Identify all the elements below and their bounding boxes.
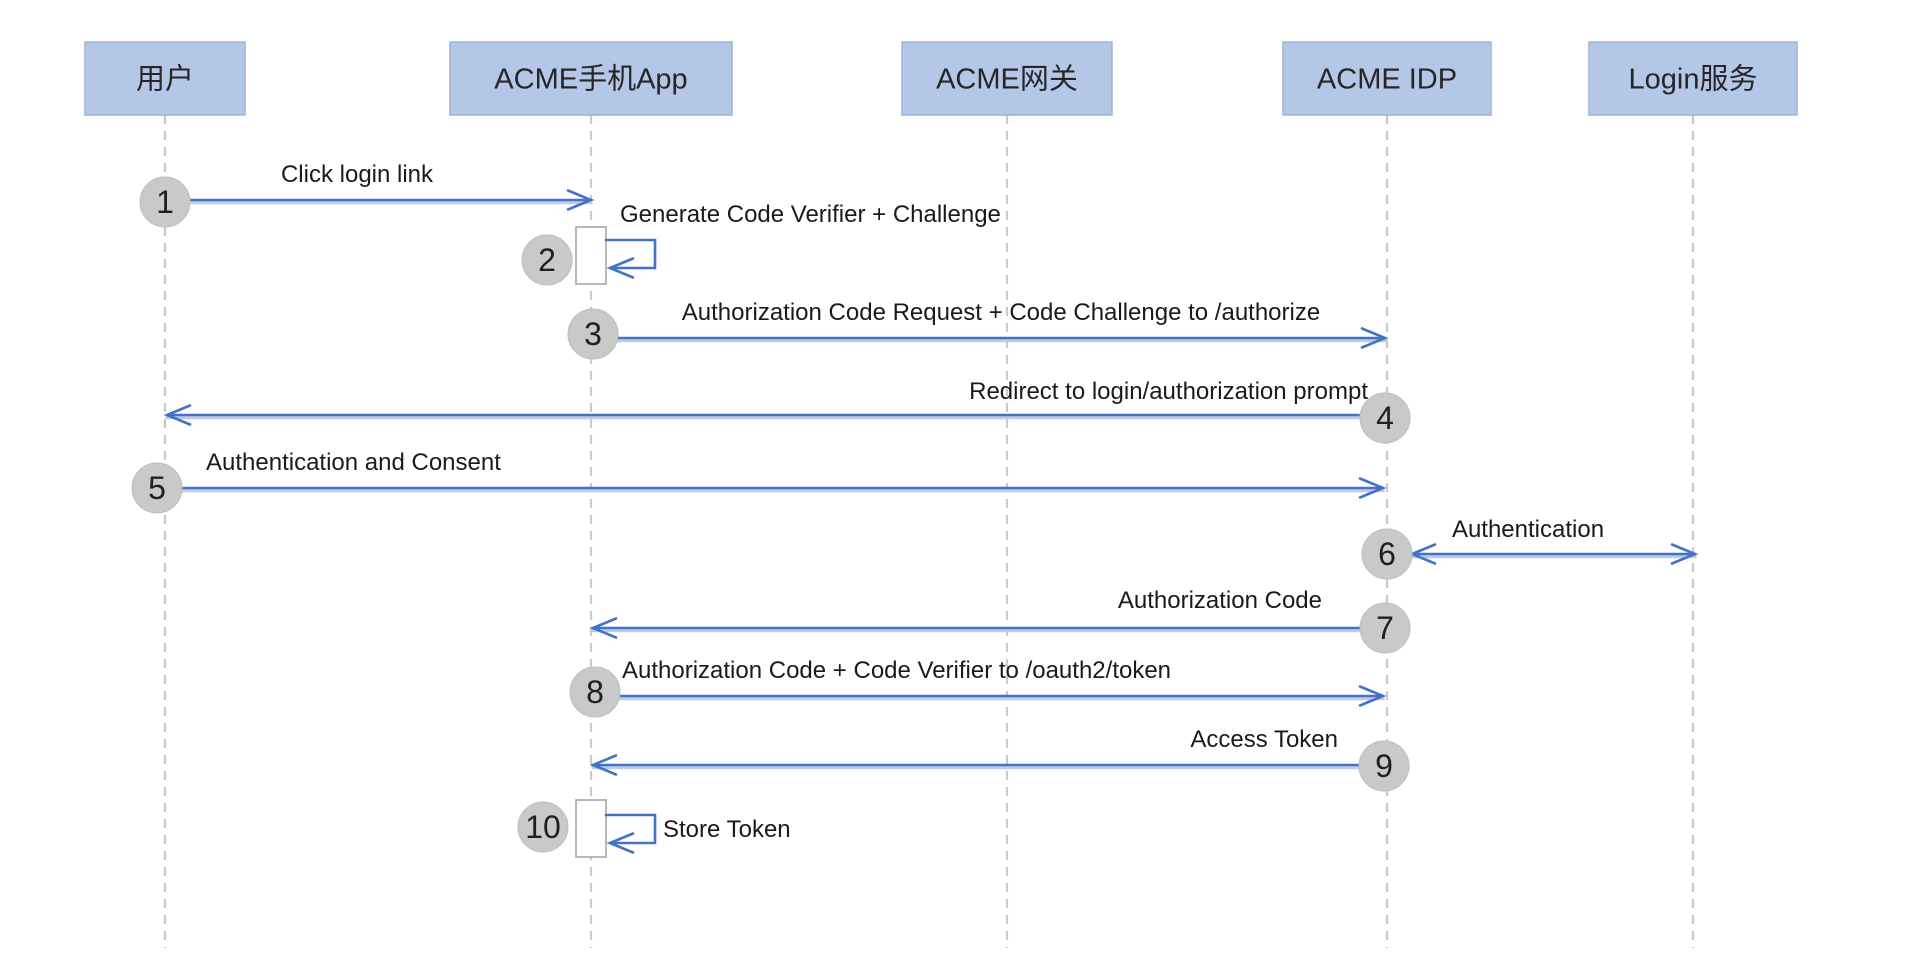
step-circle-5: [131, 462, 183, 514]
step-number-5: 5: [148, 470, 166, 506]
step-circle-4: [1359, 392, 1411, 444]
arrowhead-left-4: [163, 404, 192, 426]
actor-box-login-svc: [1588, 41, 1798, 116]
self-loop-line-10: [604, 813, 657, 845]
arrowhead-right-8: [1358, 685, 1387, 707]
actor-box-acme-idp: [1282, 41, 1492, 116]
step-circle-10: [517, 801, 569, 853]
actor-box-acme-app: [449, 41, 733, 116]
arrowhead-right-6: [1670, 543, 1699, 565]
message-label-9: Access Token: [1190, 726, 1338, 753]
step-circle-9: [1358, 740, 1410, 792]
arrowhead-right-1: [566, 189, 595, 211]
step-number-3: 3: [584, 316, 602, 352]
step-number-4: 4: [1376, 400, 1394, 436]
step-number-1: 1: [156, 184, 174, 220]
actor-label-acme-idp: ACME IDP: [1317, 64, 1457, 96]
step-circle-7: [1359, 602, 1411, 654]
step-number-6: 6: [1378, 536, 1396, 572]
message-label-2: Generate Code Verifier + Challenge: [620, 201, 1001, 228]
actor-label-login-svc: Login服务: [1629, 63, 1758, 96]
step-circle-6: [1361, 528, 1413, 580]
actor-box-user: [84, 41, 246, 116]
message-label-5: Authentication and Consent: [206, 449, 501, 476]
message-label-4: Redirect to login/authorization prompt: [969, 378, 1368, 405]
step-number-9: 9: [1375, 748, 1393, 784]
arrowhead-left-10: [606, 832, 635, 854]
step-circle-1: [139, 176, 191, 228]
message-label-6: Authentication: [1452, 516, 1604, 543]
step-number-10: 10: [525, 809, 561, 845]
step-circle-3: [567, 308, 619, 360]
message-label-3: Authorization Code Request + Code Challe…: [682, 299, 1320, 326]
message-label-10: Store Token: [663, 816, 791, 843]
self-loop-line-2: [604, 238, 657, 270]
step-number-8: 8: [586, 674, 604, 710]
step-circle-8: [569, 666, 621, 718]
arrowhead-left-2: [606, 257, 635, 279]
arrowhead-right-3: [1360, 327, 1389, 349]
step-number-2: 2: [538, 242, 556, 278]
step-circle-2: [521, 234, 573, 286]
message-label-8: Authorization Code + Code Verifier to /o…: [622, 657, 1171, 684]
message-label-1: Click login link: [281, 161, 434, 188]
actor-label-acme-gateway: ACME网关: [936, 63, 1078, 96]
message-label-7: Authorization Code: [1118, 587, 1322, 614]
arrowhead-left-7: [589, 617, 618, 639]
arrowhead-left-9: [589, 754, 618, 776]
activation-box-10: [575, 799, 607, 858]
actor-label-user: 用户: [136, 63, 194, 96]
step-number-7: 7: [1376, 610, 1394, 646]
actor-box-acme-gateway: [901, 41, 1113, 116]
arrowhead-right-5: [1358, 477, 1387, 499]
actor-label-acme-app: ACME手机App: [494, 63, 687, 96]
activation-box-2: [575, 226, 607, 285]
